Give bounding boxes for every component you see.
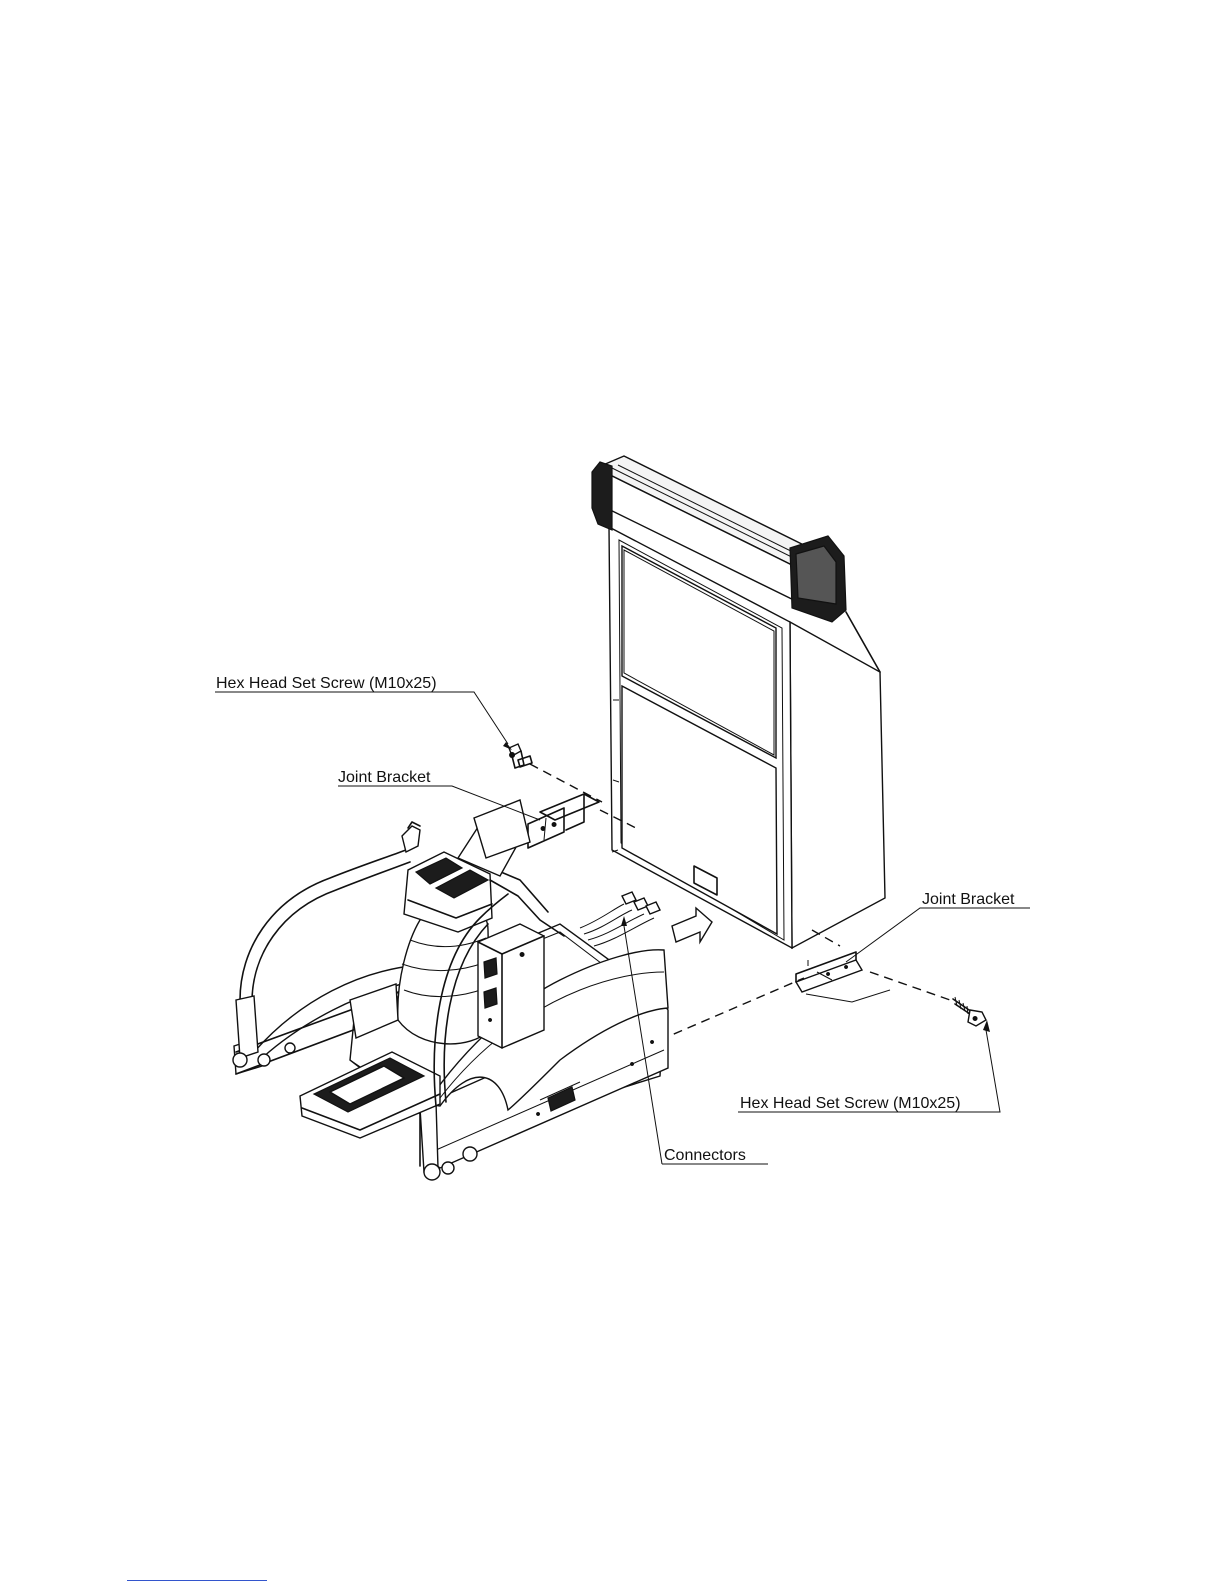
wheel xyxy=(424,1164,440,1180)
label-joint-bracket-left: Joint Bracket xyxy=(338,769,431,786)
monitor-cabinet xyxy=(592,456,885,948)
joint-bracket-left xyxy=(528,794,599,848)
joint-bracket-right xyxy=(796,952,890,1002)
ride-machine xyxy=(233,800,668,1180)
label-connectors: Connectors xyxy=(664,1147,746,1164)
label-hex-screw-right: Hex Head Set Screw (M10x25) xyxy=(740,1095,961,1112)
hex-screw-left xyxy=(509,744,532,768)
footer-rule xyxy=(127,1580,267,1581)
label-joint-bracket-right: Joint Bracket xyxy=(922,891,1015,908)
direction-arrow-icon xyxy=(672,908,712,942)
connector-plugs xyxy=(580,892,660,946)
label-hex-screw-left: Hex Head Set Screw (M10x25) xyxy=(216,675,437,692)
hex-screw-right xyxy=(953,997,986,1026)
coin-door-box xyxy=(478,924,544,1048)
